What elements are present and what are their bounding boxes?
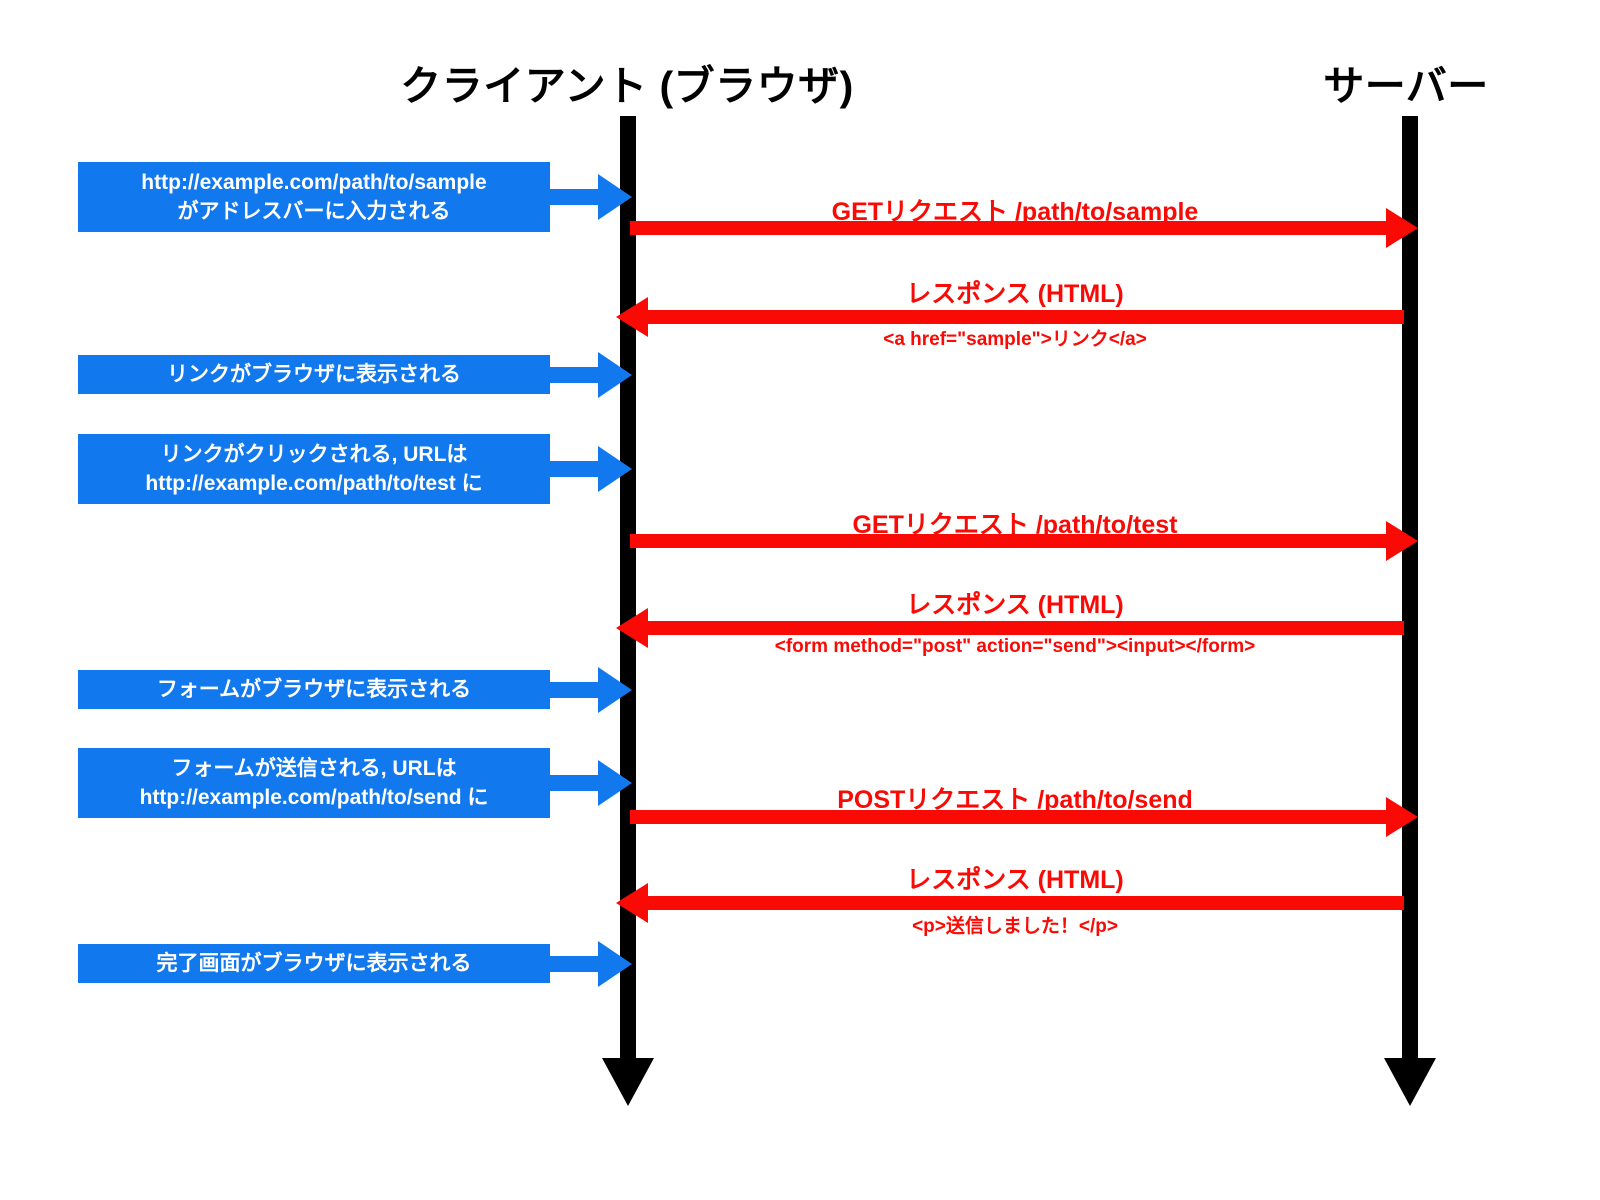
message-label: POSTリクエスト /path/to/send — [837, 786, 1193, 814]
message-label: レスポンス (HTML) — [906, 280, 1124, 308]
note-complete-rendered: 完了画面がブラウザに表示される — [78, 944, 550, 983]
message-arrowhead-icon — [616, 608, 648, 648]
note-connector-arrowhead-icon — [598, 352, 632, 398]
note-connector-arrowhead-icon — [598, 667, 632, 713]
note-link-rendered: リンクがブラウザに表示される — [78, 355, 550, 394]
message-sublabel: <form method="post" action="send"><input… — [774, 636, 1256, 657]
note-connector-shaft — [550, 682, 602, 698]
message-arrowhead-icon — [616, 297, 648, 337]
client-lifeline-title: クライアント (ブラウザ) — [400, 63, 854, 109]
message-shaft — [630, 810, 1402, 824]
message-shaft — [646, 621, 1404, 635]
message-arrowhead-icon — [616, 883, 648, 923]
note-connector-shaft — [550, 189, 602, 205]
message-shaft — [646, 896, 1404, 910]
note-line: リンクがブラウザに表示される — [167, 363, 461, 386]
note-connector-arrowhead-icon — [598, 941, 632, 987]
client-lifeline-arrowhead-icon — [602, 1058, 654, 1106]
note-form-submitted: フォームが送信される, URLは http://example.com/path… — [78, 748, 550, 818]
message-sublabel: <a href="sample">リンク</a> — [883, 329, 1147, 350]
note-connector-shaft — [550, 461, 602, 477]
note-connector-arrowhead-icon — [598, 446, 632, 492]
note-line: フォームが送信される, URLは — [171, 757, 457, 780]
message-arrowhead-icon — [1386, 208, 1418, 248]
note-line: http://example.com/path/to/sample — [141, 171, 487, 194]
message-label: レスポンス (HTML) — [906, 866, 1124, 894]
message-arrowhead-icon — [1386, 797, 1418, 837]
server-lifeline-bar — [1402, 116, 1418, 1060]
server-lifeline-arrowhead-icon — [1384, 1058, 1436, 1106]
note-connector-shaft — [550, 367, 602, 383]
message-shaft — [630, 534, 1402, 548]
message-shaft — [630, 221, 1402, 235]
note-line: 完了画面がブラウザに表示される — [156, 952, 472, 975]
note-link-clicked: リンクがクリックされる, URLは http://example.com/pat… — [78, 434, 550, 504]
note-connector-shaft — [550, 956, 602, 972]
note-line: リンクがクリックされる, URLは — [160, 443, 468, 466]
note-line: http://example.com/path/to/test に — [145, 472, 483, 495]
message-arrowhead-icon — [1386, 521, 1418, 561]
note-connector-shaft — [550, 775, 602, 791]
message-shaft — [646, 310, 1404, 324]
note-url-entered: http://example.com/path/to/sample がアドレスバ… — [78, 162, 550, 232]
note-form-rendered: フォームがブラウザに表示される — [78, 670, 550, 709]
note-connector-arrowhead-icon — [598, 174, 632, 220]
server-lifeline-title: サーバー — [1323, 63, 1489, 109]
note-line: フォームがブラウザに表示される — [156, 678, 472, 701]
note-line: がアドレスバーに入力される — [177, 200, 451, 223]
message-sublabel: <p>送信しました！</p> — [912, 916, 1118, 937]
note-line: http://example.com/path/to/send に — [139, 786, 489, 809]
note-connector-arrowhead-icon — [598, 760, 632, 806]
message-label: レスポンス (HTML) — [906, 591, 1124, 619]
